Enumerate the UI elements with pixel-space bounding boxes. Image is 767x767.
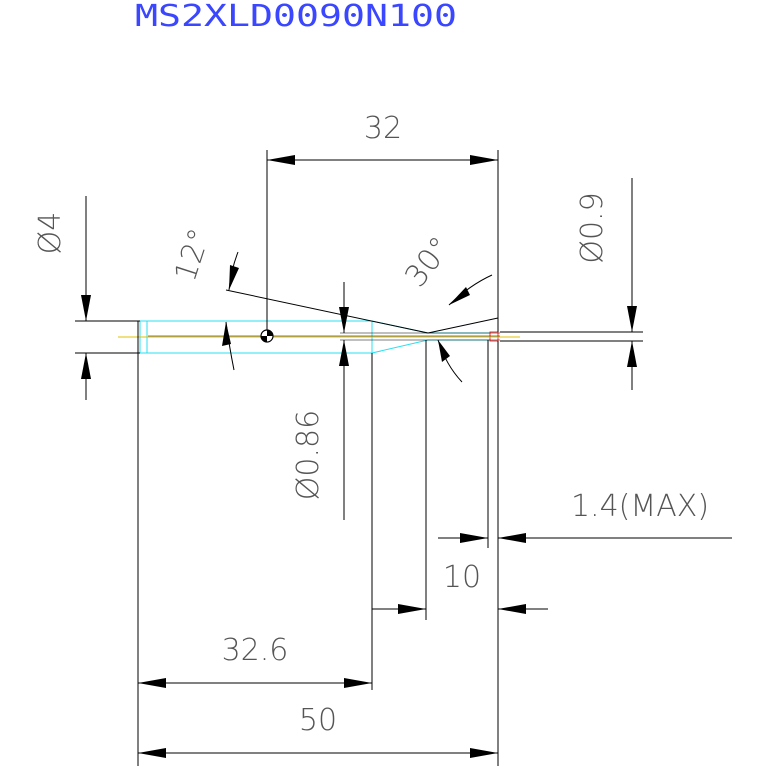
dim-top-length-label: 32 bbox=[364, 111, 402, 146]
dim-len-32-6: 32.6 bbox=[137, 321, 373, 766]
dim-overall: 50 bbox=[138, 341, 499, 766]
dim-max-length: 1.4(MAX) bbox=[438, 340, 732, 548]
dim-overall-label: 50 bbox=[299, 703, 337, 738]
dim-shank-dia: Ø4 bbox=[33, 196, 140, 400]
drawing-title: MS2XLD0090N100 bbox=[135, 0, 457, 34]
dim-angle-12: 12° bbox=[168, 224, 429, 371]
dim-tip-dia: Ø0.9 bbox=[500, 178, 643, 390]
dim-angle-30: 30° bbox=[398, 230, 499, 383]
dim-neck-dia-label: Ø0.86 bbox=[291, 410, 326, 500]
dim-top-length: 32 bbox=[266, 111, 499, 332]
center-mark-icon bbox=[260, 329, 274, 343]
dim-shank-dia-label: Ø4 bbox=[33, 212, 68, 255]
dim-neck-dia: Ø0.86 bbox=[291, 282, 349, 520]
dim-max-length-label: 1.4(MAX) bbox=[571, 489, 709, 524]
dim-angle-12-label: 12° bbox=[168, 224, 218, 285]
dim-tip-dia-label: Ø0.9 bbox=[575, 192, 610, 263]
dim-angle-30-label: 30° bbox=[398, 230, 458, 293]
dim-len-10: 10 bbox=[372, 340, 548, 620]
dim-len-32-6-label: 32.6 bbox=[222, 633, 289, 668]
dim-len-10-label: 10 bbox=[443, 560, 481, 595]
